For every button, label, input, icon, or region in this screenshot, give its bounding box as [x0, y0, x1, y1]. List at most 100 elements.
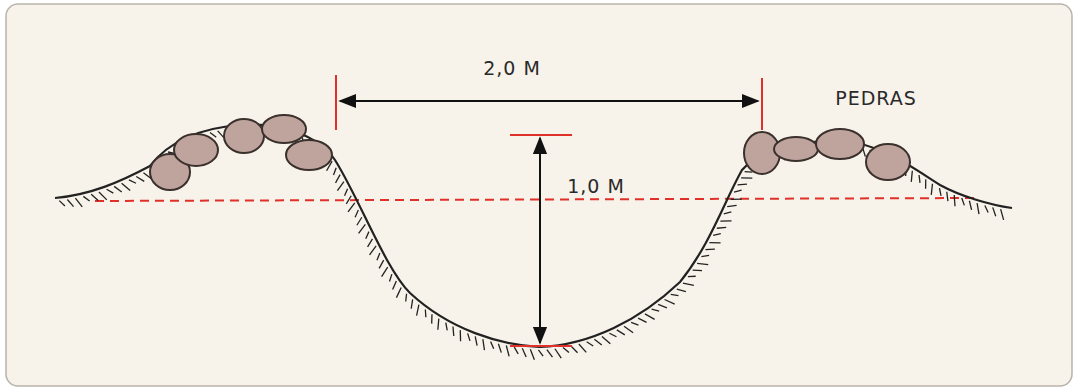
hatch-stroke: [210, 133, 216, 138]
hatch-stroke: [366, 232, 369, 239]
hatch-stroke: [431, 314, 433, 323]
dimension-label: 1,0 M: [564, 175, 628, 198]
hatch-stroke: [411, 299, 412, 308]
hatch-stroke: [954, 195, 956, 206]
hatch-stroke: [337, 182, 343, 191]
hatch-stroke: [389, 274, 391, 281]
hatch-stroke: [114, 186, 122, 192]
hatch-stroke: [727, 205, 736, 206]
hatch-stroke: [122, 183, 131, 190]
hatch-stroke: [417, 305, 419, 316]
hatch-stroke: [491, 342, 494, 349]
hatch-stroke: [563, 348, 569, 353]
hatch-stroke: [720, 220, 731, 221]
hatch-stroke: [59, 201, 65, 206]
hatch-stroke: [67, 200, 73, 207]
hatch-stroke: [377, 253, 380, 260]
hatch-stroke: [985, 205, 988, 212]
hatch-stroke: [745, 171, 753, 173]
hatch-stroke: [522, 348, 526, 357]
hatch-stroke: [594, 339, 601, 345]
hatch-stroke: [498, 344, 501, 353]
hatch-stroke: [688, 276, 696, 278]
hatch-stroke: [355, 210, 358, 217]
hatch-stroke: [468, 333, 470, 340]
background-panel: [6, 4, 1072, 386]
hatch-stroke: [579, 344, 586, 352]
hatch-stroke: [717, 227, 726, 229]
hatch-stroke: [336, 175, 341, 183]
hatch-stroke: [631, 322, 638, 325]
hatch-stroke: [1001, 209, 1004, 220]
hatch-stroke: [446, 323, 447, 331]
hatch-stroke: [75, 198, 82, 207]
hatch-stroke: [701, 255, 709, 256]
hatch-stroke: [357, 217, 362, 225]
hatch-stroke: [658, 304, 667, 307]
hatch-stroke: [713, 234, 721, 236]
hatch-stroke: [91, 194, 98, 200]
hatch-stroke: [437, 319, 439, 330]
hatch-stroke: [334, 168, 337, 175]
hatch-stroke: [602, 336, 610, 343]
hatch-stroke: [638, 318, 646, 322]
hatch-stroke: [475, 336, 477, 345]
hatch-stroke: [709, 242, 720, 244]
hatch-stroke: [918, 175, 920, 183]
stones: [150, 115, 910, 190]
ground-profile: [55, 125, 1012, 347]
hatch-stroke: [962, 198, 965, 205]
hatch-stroke: [697, 263, 708, 264]
hatch-stroke: [530, 349, 534, 359]
hatch-stroke: [396, 287, 401, 297]
hatch-stroke: [555, 349, 561, 358]
hatch-stroke: [460, 330, 462, 341]
hatch-stroke: [977, 203, 979, 214]
hatch-stroke: [939, 188, 941, 196]
hatch-stroke: [671, 294, 679, 295]
hatch-stroke: [393, 281, 397, 290]
hatch-stroke: [425, 310, 427, 318]
hatch-stroke: [665, 300, 675, 305]
hatch-stroke: [947, 192, 948, 201]
hatch-stroke: [83, 196, 89, 201]
hatch-stroke: [348, 203, 355, 212]
hatch-stroke: [538, 350, 543, 356]
hatch-stroke: [624, 326, 633, 332]
hatch-stroke: [911, 171, 912, 182]
hatch-stroke: [345, 189, 348, 196]
hatch-stroke: [99, 192, 107, 200]
hatch-stroke: [136, 176, 144, 181]
hatch-stroke: [506, 346, 509, 357]
hatch-stroke: [587, 342, 594, 346]
hatch-stroke: [969, 201, 971, 210]
part-label: PEDRAS: [832, 87, 920, 110]
hatch-stroke: [652, 309, 660, 311]
hatch-stroke: [683, 283, 694, 285]
hatch-stroke: [741, 177, 752, 179]
hatch-stroke: [645, 314, 655, 320]
hatch-stroke: [693, 269, 702, 271]
hatch-stroke: [359, 224, 366, 233]
hatch-stroke: [993, 207, 996, 216]
hatch-stroke: [931, 184, 932, 195]
hatch-stroke: [731, 198, 742, 200]
ground-level-line: [95, 198, 975, 201]
hatch-stroke: [925, 179, 926, 188]
hatch-stroke: [107, 189, 114, 193]
hatch-stroke: [346, 196, 351, 204]
hatch-stroke: [677, 289, 686, 292]
hatch-stroke: [368, 239, 373, 247]
hatch-stroke: [379, 260, 384, 268]
hatch-stroke: [617, 330, 625, 335]
hatch-stroke: [734, 190, 742, 192]
hatch-stroke: [370, 246, 377, 255]
hatch-stroke: [738, 183, 747, 185]
hatch-stroke: [724, 212, 732, 214]
hatch-stroke: [514, 347, 518, 354]
soil-hatching: [59, 128, 1003, 360]
hatch-stroke: [547, 350, 553, 358]
hatch-stroke: [609, 333, 616, 336]
hatch-stroke: [452, 327, 454, 336]
